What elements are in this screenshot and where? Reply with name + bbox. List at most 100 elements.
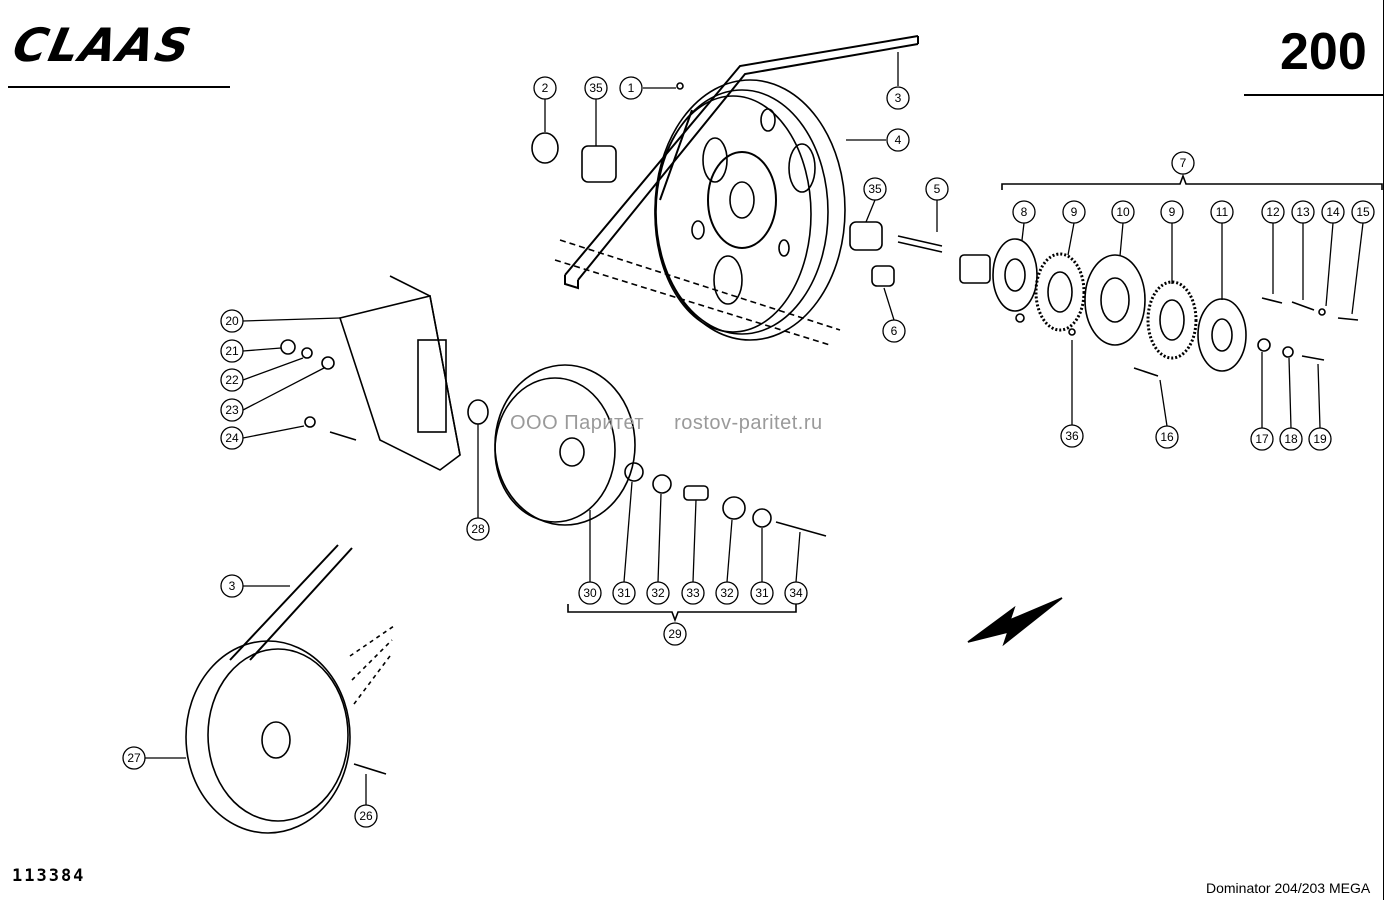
callout-32a: 32 — [646, 493, 670, 605]
svg-text:5: 5 — [934, 182, 941, 196]
svg-text:32: 32 — [720, 586, 734, 600]
callout-6: 6 — [882, 287, 906, 343]
callout-19: 19 — [1308, 363, 1332, 451]
svg-text:14: 14 — [1326, 205, 1340, 219]
drawing-number: 113384 — [12, 866, 86, 886]
callout-15: 15 — [1351, 200, 1375, 315]
svg-text:23: 23 — [225, 403, 239, 417]
callout-4: 4 — [846, 128, 910, 152]
callout-17: 17 — [1250, 352, 1274, 451]
callout-22: 22 — [220, 357, 304, 392]
slip-clutch-assembly — [959, 238, 1359, 377]
callout-35b: 35 — [863, 177, 887, 223]
svg-text:35: 35 — [868, 182, 882, 196]
callout-7: 7 — [1171, 151, 1195, 175]
callout-21: 21 — [220, 339, 282, 363]
svg-text:34: 34 — [789, 586, 803, 600]
drive-pulley — [185, 544, 395, 834]
page-number: 200 — [1280, 23, 1367, 81]
callout-30: 30 — [578, 510, 602, 605]
tension-pulley — [467, 239, 841, 537]
header-rule — [8, 86, 230, 88]
callout-16: 16 — [1155, 379, 1179, 449]
svg-text:19: 19 — [1313, 432, 1327, 446]
callout-31a: 31 — [612, 481, 636, 605]
svg-text:26: 26 — [359, 809, 373, 823]
large-pulley — [654, 79, 846, 341]
callout-26: 26 — [354, 774, 378, 828]
callout-20: 20 — [220, 309, 341, 333]
callout-1: 1 — [619, 76, 676, 100]
svg-text:16: 16 — [1160, 430, 1174, 444]
callout-11: 11 — [1210, 200, 1234, 300]
svg-text:6: 6 — [891, 324, 898, 338]
svg-text:10: 10 — [1116, 205, 1130, 219]
svg-text:29: 29 — [668, 627, 682, 641]
callout-34: 34 — [784, 531, 808, 605]
callout-9b: 9 — [1160, 200, 1184, 284]
svg-text:20: 20 — [225, 314, 239, 328]
callout-2: 2 — [533, 76, 557, 132]
svg-text:12: 12 — [1266, 205, 1280, 219]
watermark-company: ООО Паритет — [510, 412, 645, 434]
svg-text:9: 9 — [1169, 205, 1176, 219]
callout-27: 27 — [122, 746, 186, 770]
svg-text:8: 8 — [1021, 205, 1028, 219]
svg-text:36: 36 — [1065, 429, 1079, 443]
frame-border — [1383, 0, 1384, 900]
callout-33: 33 — [681, 499, 705, 605]
callout-8: 8 — [1012, 200, 1036, 241]
callout-28: 28 — [466, 424, 490, 541]
group-7-brace — [1001, 173, 1383, 190]
group-29-brace — [567, 604, 797, 623]
mounting-bracket — [280, 275, 461, 471]
svg-text:31: 31 — [755, 586, 769, 600]
callout-35a: 35 — [584, 76, 608, 146]
svg-text:22: 22 — [225, 373, 239, 387]
svg-text:3: 3 — [229, 579, 236, 593]
svg-text:11: 11 — [1216, 205, 1229, 219]
callout-12: 12 — [1261, 200, 1285, 294]
callout-13: 13 — [1291, 200, 1315, 300]
callout-31b: 31 — [750, 528, 774, 605]
callout-10: 10 — [1111, 200, 1135, 257]
svg-text:33: 33 — [686, 586, 700, 600]
svg-text:27: 27 — [127, 751, 141, 765]
callout-3a: 3 — [886, 52, 910, 110]
svg-text:35: 35 — [589, 81, 603, 95]
callout-9a: 9 — [1062, 200, 1086, 256]
page-number-rule — [1244, 94, 1384, 96]
callout-36: 36 — [1060, 340, 1084, 448]
svg-text:7: 7 — [1180, 156, 1187, 170]
svg-text:15: 15 — [1356, 205, 1370, 219]
watermark: ООО Паритет rostov-paritet.ru — [510, 412, 823, 435]
svg-text:13: 13 — [1296, 205, 1310, 219]
svg-text:2: 2 — [542, 81, 549, 95]
callout-18: 18 — [1279, 357, 1303, 451]
svg-text:24: 24 — [225, 431, 239, 445]
svg-text:18: 18 — [1284, 432, 1298, 446]
svg-text:3: 3 — [895, 91, 902, 105]
svg-text:1: 1 — [628, 81, 635, 95]
direction-arrow — [967, 597, 1063, 647]
svg-text:28: 28 — [471, 522, 485, 536]
callout-14: 14 — [1321, 200, 1345, 307]
svg-text:4: 4 — [895, 133, 902, 147]
svg-text:21: 21 — [225, 344, 239, 358]
callout-23: 23 — [220, 367, 325, 422]
svg-text:9: 9 — [1071, 205, 1078, 219]
svg-text:17: 17 — [1255, 432, 1269, 446]
callout-5: 5 — [925, 177, 949, 232]
svg-text:31: 31 — [617, 586, 631, 600]
svg-text:30: 30 — [583, 586, 597, 600]
svg-text:32: 32 — [651, 586, 665, 600]
callout-32b: 32 — [715, 519, 739, 605]
callout-24: 24 — [220, 425, 305, 450]
model-name: Dominator 204/203 MEGA — [1206, 880, 1371, 896]
watermark-site: rostov-paritet.ru — [674, 412, 823, 434]
callout-3b: 3 — [220, 574, 290, 598]
callout-29: 29 — [663, 622, 687, 646]
v-belt-top — [564, 35, 919, 290]
